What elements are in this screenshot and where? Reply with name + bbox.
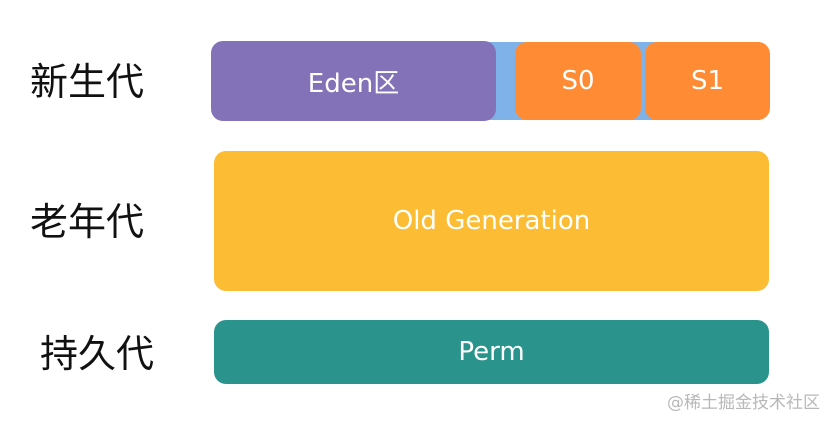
survivor-s0-block: S0	[515, 42, 641, 120]
survivor-s1-block: S1	[645, 42, 770, 120]
eden-label: Eden区	[307, 68, 400, 99]
perm-text: Perm	[458, 337, 525, 367]
old-generation-label: 老年代	[30, 200, 145, 244]
perm-generation-label: 持久代	[40, 332, 155, 376]
old-generation-block: Old Generation	[214, 151, 769, 291]
watermark: @稀土掘金技术社区	[667, 393, 820, 413]
s0-label: S0	[561, 66, 595, 96]
old-generation-text: Old Generation	[392, 206, 591, 236]
eden-block: Eden区	[211, 41, 496, 121]
s1-label: S1	[690, 66, 725, 96]
perm-block: Perm	[214, 320, 769, 384]
young-generation-label: 新生代	[30, 60, 145, 104]
